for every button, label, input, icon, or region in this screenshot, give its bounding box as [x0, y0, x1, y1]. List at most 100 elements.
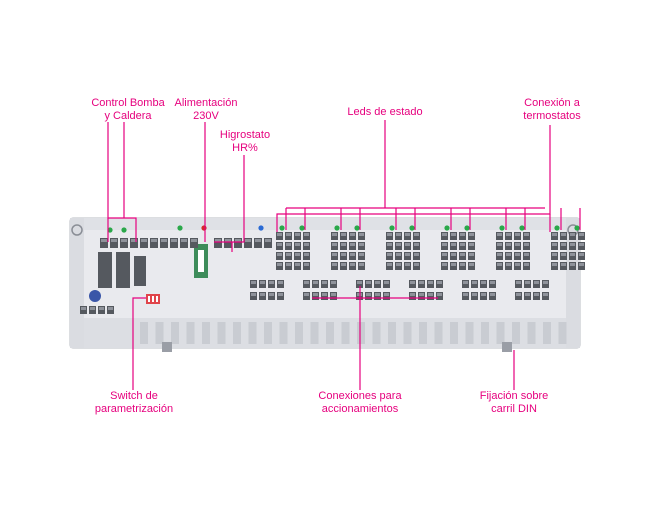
terminal-highlight	[277, 253, 282, 256]
terminal-highlight	[515, 233, 520, 236]
terminal-highlight	[331, 281, 336, 284]
status-led	[107, 227, 113, 233]
vent-slot	[341, 322, 350, 344]
din-clip-right	[502, 342, 512, 352]
callout-line	[276, 125, 551, 232]
terminal-highlight	[387, 253, 392, 256]
terminal-screw	[234, 238, 242, 248]
terminal-highlight	[387, 263, 392, 266]
terminal-highlight	[269, 281, 274, 284]
vent-slot	[388, 322, 396, 344]
status-led	[554, 225, 560, 231]
vent-slot	[357, 322, 365, 344]
terminal-screw	[130, 238, 138, 248]
terminal-highlight	[497, 233, 502, 236]
vent-slot	[202, 322, 210, 344]
terminal-highlight	[419, 293, 424, 296]
status-led	[299, 225, 305, 231]
status-led	[409, 225, 415, 231]
terminal-highlight	[405, 263, 410, 266]
terminal-highlight	[469, 253, 474, 256]
power-section	[89, 244, 208, 302]
status-led	[464, 225, 470, 231]
vent-slot	[512, 322, 520, 344]
vent-slot	[496, 322, 505, 344]
terminal-highlight	[579, 263, 584, 266]
terminal-screw	[170, 238, 178, 248]
vent-slot	[295, 322, 303, 344]
terminal-highlight	[570, 233, 575, 236]
terminal-highlight	[516, 293, 521, 296]
vent-slot	[543, 322, 551, 344]
terminal-highlight	[313, 281, 318, 284]
terminal-highlight	[161, 239, 167, 242]
terminal-highlight	[414, 233, 419, 236]
terminal-highlight	[570, 243, 575, 246]
terminal-highlight	[341, 263, 346, 266]
terminal-highlight	[304, 263, 309, 266]
terminal-highlight	[260, 281, 265, 284]
terminal-highlight	[552, 233, 557, 236]
terminal-highlight	[359, 243, 364, 246]
terminal-highlight	[524, 263, 529, 266]
callout-line	[132, 297, 146, 390]
vent-slot	[264, 322, 272, 344]
terminal-highlight	[451, 253, 456, 256]
terminal-highlight	[442, 253, 447, 256]
terminal-highlight	[570, 253, 575, 256]
terminal-highlight	[350, 263, 355, 266]
terminal-highlight	[515, 243, 520, 246]
terminal-highlight	[111, 239, 117, 242]
terminal-highlight	[428, 281, 433, 284]
terminal-highlight	[384, 281, 389, 284]
terminal-highlight	[524, 243, 529, 246]
terminal-highlight	[396, 263, 401, 266]
callout-line	[214, 155, 245, 243]
terminal-highlight	[331, 293, 336, 296]
terminal-highlight	[451, 263, 456, 266]
terminal-highlight	[251, 281, 256, 284]
terminal-highlight	[463, 293, 468, 296]
terminal-highlight	[515, 253, 520, 256]
terminal-highlight	[181, 239, 187, 242]
terminal-highlight	[322, 293, 327, 296]
terminal-highlight	[350, 253, 355, 256]
terminal-highlight	[570, 263, 575, 266]
terminal-screw	[110, 238, 118, 248]
label-alimentacion: Alimentación 230V	[174, 97, 238, 122]
terminal-highlight	[313, 293, 318, 296]
terminal-highlight	[396, 253, 401, 256]
terminal-highlight	[405, 253, 410, 256]
status-led	[334, 225, 340, 231]
terminal-highlight	[414, 243, 419, 246]
terminal-highlight	[410, 293, 415, 296]
terminal-highlight	[469, 263, 474, 266]
terminal-highlight	[428, 293, 433, 296]
terminal-highlight	[437, 293, 442, 296]
terminal-highlight	[260, 293, 265, 296]
terminal-blocks	[80, 232, 585, 314]
status-led	[354, 225, 360, 231]
vent-slot	[186, 322, 195, 344]
terminal-highlight	[350, 243, 355, 246]
status-led	[279, 225, 285, 231]
callout-line	[107, 122, 137, 242]
terminal-highlight	[506, 253, 511, 256]
terminal-highlight	[350, 233, 355, 236]
terminal-highlight	[405, 243, 410, 246]
terminal-highlight	[405, 233, 410, 236]
terminal-highlight	[497, 243, 502, 246]
terminal-highlight	[506, 233, 511, 236]
terminal-highlight	[524, 253, 529, 256]
label-leds-estado: Leds de estado	[347, 106, 423, 118]
vent-slot	[171, 322, 179, 344]
terminal-highlight	[245, 239, 251, 242]
terminal-highlight	[506, 243, 511, 246]
vent-slot	[450, 322, 458, 344]
status-led	[519, 225, 525, 231]
terminal-highlight	[419, 281, 424, 284]
parametrization-switch[interactable]	[146, 294, 160, 304]
terminal-highlight	[277, 243, 282, 246]
terminal-highlight	[497, 253, 502, 256]
terminal-highlight	[366, 293, 371, 296]
